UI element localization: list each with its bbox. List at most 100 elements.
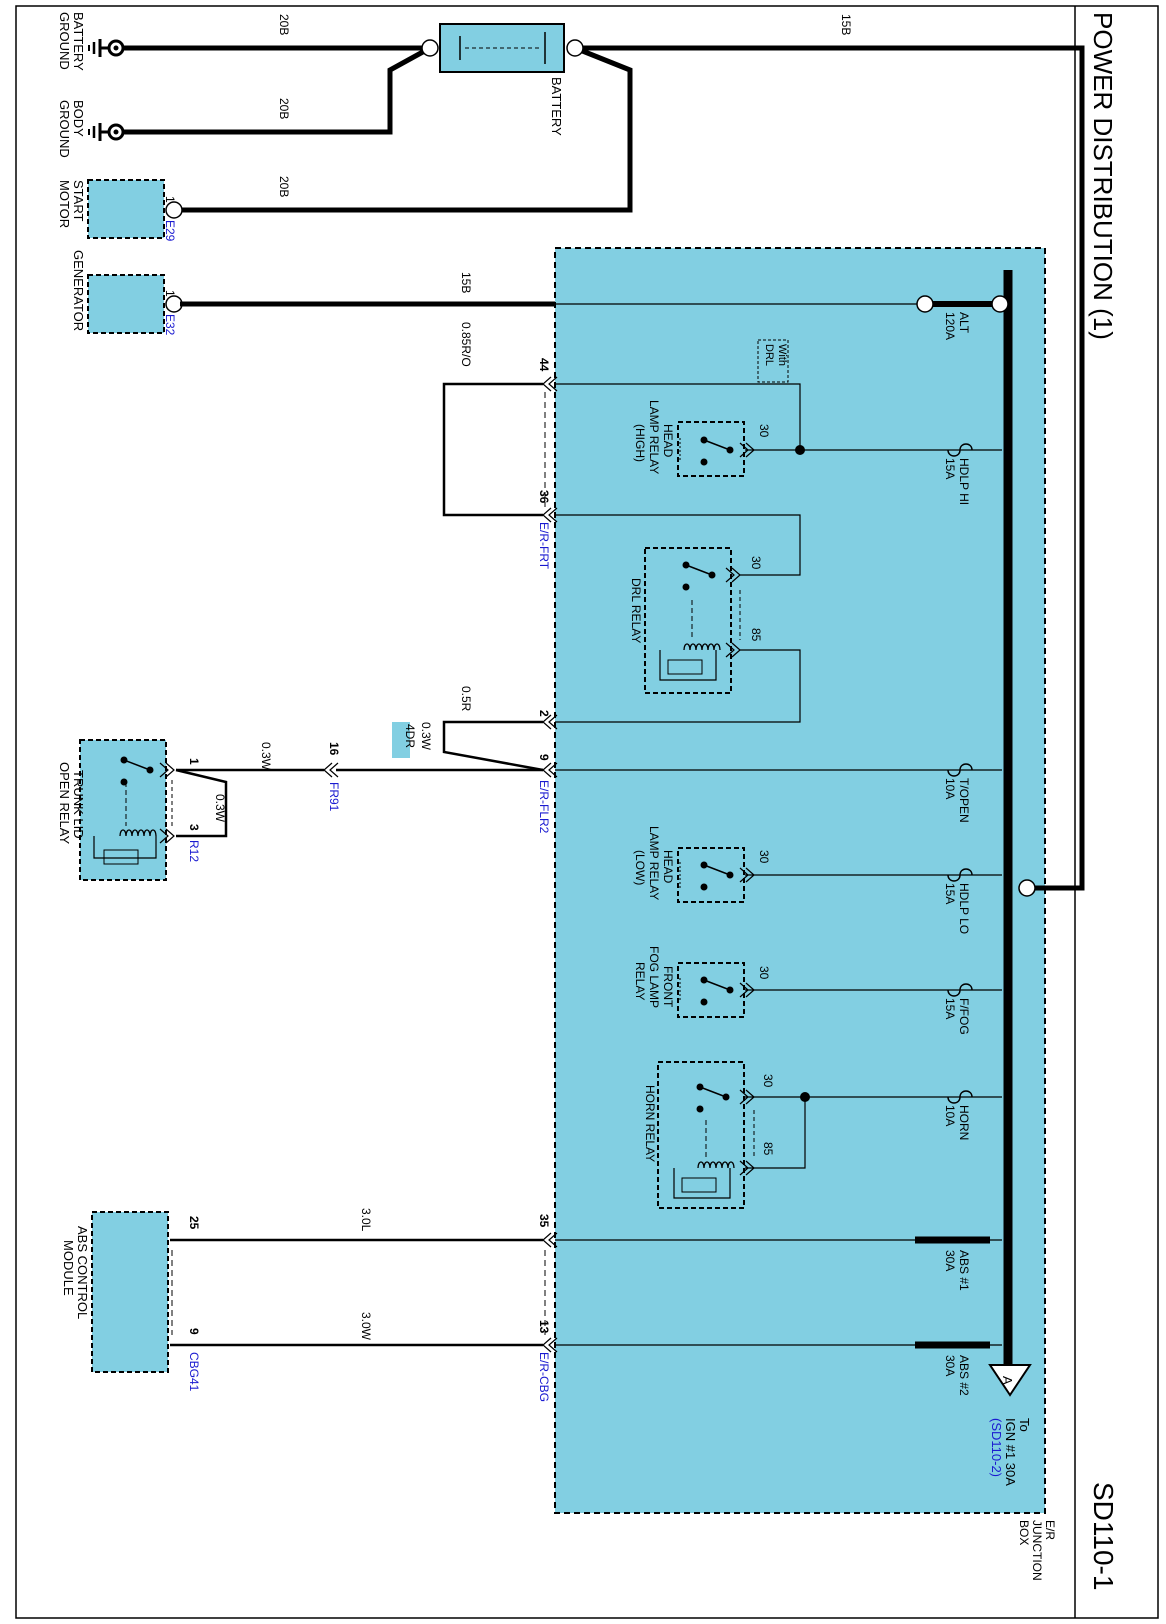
wire-03w-label-3: 0.3W [213, 794, 227, 823]
e29-terminal [165, 201, 183, 219]
relay-hdlp-low-label-3: (LOW) [633, 850, 647, 885]
tag-4dr-label: 4DR [403, 724, 417, 748]
r12-connector-id[interactable]: R12 [187, 840, 201, 862]
alt-fuse-label: ALT [957, 312, 971, 334]
wire-start-motor [180, 45, 633, 213]
wire-20b-label-1: 20B [277, 14, 291, 35]
relay-hdlp-high [677, 421, 755, 477]
to-ign-arrow [988, 1364, 1032, 1397]
relay-front-fog-label-2: FOG LAMP [647, 946, 661, 1008]
relay-front-fog-label-3: RELAY [633, 962, 647, 1000]
to-ign-line1: To [1017, 1418, 1032, 1432]
start-motor-label-2: MOTOR [57, 180, 72, 228]
fuse-f-fog-label: F/FOG [957, 998, 971, 1035]
trunk-pin3-label: 3 [187, 824, 201, 831]
abs-pin9-label: 9 [187, 1328, 201, 1335]
wire-30l-label: 3.0L [359, 1208, 373, 1232]
pin9-connector [542, 762, 558, 778]
pin2-connector [542, 714, 558, 730]
fr91-connector-id[interactable]: FR91 [327, 782, 341, 812]
pin44-label: 44 [537, 358, 551, 372]
generator-label: GENERATOR [71, 250, 86, 331]
relay-hdlp-high-pin30: 30 [757, 424, 771, 438]
page-title: POWER DISTRIBUTION (1) [1088, 12, 1118, 340]
cbg41-connector-id[interactable]: CBG41 [187, 1352, 201, 1392]
wire-battery-15b [575, 45, 1085, 891]
e32-connector-id[interactable]: E32 [163, 314, 177, 336]
wire-body-ground [120, 45, 432, 135]
wire-30w-label: 3.0W [359, 1312, 373, 1341]
relay-horn-pin85: 85 [761, 1142, 775, 1156]
er-flr2-connector-id[interactable]: E/R-FLR2 [537, 780, 551, 834]
relay-horn-label: HORN RELAY [643, 1085, 657, 1162]
sd-reference-link[interactable]: (SD110-2) [989, 1418, 1004, 1477]
fuse-hdlp-hi-label: HDLP HI [957, 458, 971, 505]
fuse-abs2-rating: 30A [943, 1355, 957, 1376]
battery-ground-label-2: GROUND [57, 12, 72, 70]
er-junction-box [554, 247, 1046, 1514]
pin2-label: 2 [537, 710, 551, 717]
fuse-abs1-label: ABS #1 [957, 1250, 971, 1291]
junction-box-name-3: BOX [1017, 1520, 1031, 1545]
wire-05r-label: 0.5R [459, 686, 473, 712]
abs-control-module-box [91, 1211, 169, 1373]
junction-box-name-1: E/R [1043, 1520, 1057, 1540]
junction-box-name-2: JUNCTION [1030, 1520, 1044, 1581]
trunk-pin1-label: 1 [187, 758, 201, 765]
pin16-label: 16 [327, 742, 341, 756]
abs-pin25-label: 25 [187, 1216, 201, 1230]
bus-battery-terminal [1018, 879, 1036, 897]
hdlp-hi-branch [555, 383, 1002, 457]
wire-20b-label-2: 20B [277, 98, 291, 119]
fuse-abs1-rating: 30A [943, 1250, 957, 1271]
relay-hdlp-low [677, 847, 755, 903]
relay-hdlp-low-pin30: 30 [757, 850, 771, 864]
arrow-letter: A [1000, 1376, 1015, 1385]
fuse-horn-label: HORN [957, 1105, 971, 1140]
with-drl-label-1: With [776, 344, 788, 366]
er-frt-connector-id[interactable]: E/R-FRT [537, 522, 551, 570]
tag-4dr-box [392, 722, 410, 758]
with-drl-label-2: DRL [763, 344, 775, 366]
wire-20b-label-3: 20B [277, 176, 291, 197]
relay-front-fog-pin30: 30 [757, 966, 771, 980]
relay-front-fog-label-1: FRONT [661, 966, 675, 1008]
f-fog-branch [745, 983, 1002, 997]
relay-front-fog [677, 962, 755, 1018]
er-cbg-connector-id[interactable]: E/R-CBG [537, 1352, 551, 1402]
body-ground-symbol [87, 121, 125, 143]
wire-03w-label-1: 0.3W [419, 722, 433, 751]
battery-neg-terminal [421, 39, 439, 57]
alt-terminal-2 [991, 295, 1009, 313]
pin9-label: 9 [537, 754, 551, 761]
body-ground-label-1: BODY [71, 100, 86, 137]
generator-box [87, 274, 165, 334]
wire-03w-r12-loop [175, 768, 228, 838]
relay-horn [657, 1061, 755, 1209]
fuse-t-open-label: T/OPEN [957, 778, 971, 823]
relay-drl-pin30: 30 [749, 556, 763, 570]
fr91-connector [323, 762, 339, 778]
wire-03w-label-2: 0.3W [259, 742, 273, 771]
alt-fuse-rating: 120A [943, 312, 957, 340]
e29-connector-id[interactable]: E29 [163, 220, 177, 242]
fuse-hdlp-lo-label: HDLP LO [957, 883, 971, 934]
to-ign-line2: IGN #1 30A [1003, 1418, 1018, 1486]
with-drl-box [757, 339, 789, 383]
relay-hdlp-high-label-2: LAMP RELAY [647, 400, 661, 474]
relay-drl-pin85: 85 [749, 628, 763, 642]
fuse-f-fog-rating: 15A [943, 998, 957, 1019]
relay-hdlp-low-label-2: LAMP RELAY [647, 826, 661, 900]
alt-terminal-1 [916, 295, 934, 313]
battery-label: BATTERY [549, 77, 564, 136]
wire-15b-label-top: 15B [839, 14, 853, 35]
e29-pin: 1 [163, 196, 177, 203]
abs-module-label-2: MODULE [61, 1240, 76, 1296]
page-code: SD110-1 [1088, 1482, 1119, 1590]
trunk-lid-label-1: TRUNK LID [71, 770, 86, 839]
fuse-t-open-rating: 10A [943, 778, 957, 799]
relay-horn-pin30: 30 [761, 1074, 775, 1088]
fuse-horn-rating: 10A [943, 1105, 957, 1126]
horn-branch [745, 1090, 1002, 1169]
